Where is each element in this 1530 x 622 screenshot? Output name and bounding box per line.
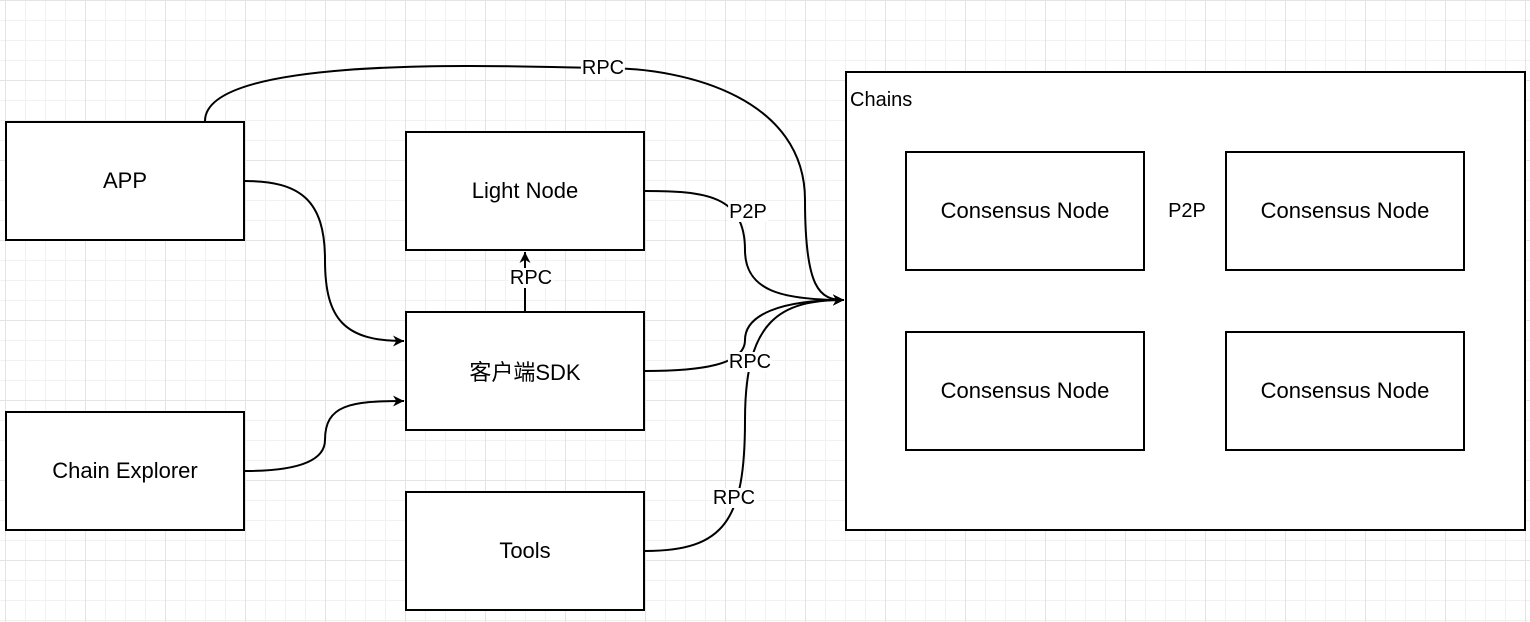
edge-label-sdk-light-rpc: RPC bbox=[508, 267, 554, 289]
chain-explorer-node-label: Chain Explorer bbox=[52, 458, 198, 483]
edge-app-to-sdk[interactable] bbox=[244, 180, 405, 347]
chains-container[interactable]: Chains bbox=[845, 71, 1526, 531]
client-sdk-node[interactable]: 客户端SDK bbox=[405, 311, 645, 431]
consensus-node-bottom-right[interactable]: Consensus Node bbox=[1225, 331, 1465, 451]
edge-label-light-p2p: P2P bbox=[728, 201, 768, 223]
tools-node[interactable]: Tools bbox=[405, 491, 645, 611]
chain-explorer-node[interactable]: Chain Explorer bbox=[5, 411, 245, 531]
consensus-node-label: Consensus Node bbox=[940, 198, 1110, 223]
tools-node-label: Tools bbox=[499, 538, 551, 563]
edge-label-consensus-p2p: P2P bbox=[1167, 200, 1207, 222]
edge-label-sdk-rpc: RPC bbox=[727, 351, 773, 373]
app-node-label: APP bbox=[102, 168, 148, 193]
consensus-node-label: Consensus Node bbox=[1260, 198, 1430, 223]
edge-tools-to-chains[interactable] bbox=[644, 294, 845, 552]
consensus-node-bottom-left[interactable]: Consensus Node bbox=[905, 331, 1145, 451]
light-node-label: Light Node bbox=[471, 178, 579, 203]
consensus-node-top-right[interactable]: Consensus Node bbox=[1225, 151, 1465, 271]
chains-title: Chains bbox=[850, 89, 913, 111]
edge-label-app-rpc: RPC bbox=[580, 57, 626, 79]
edge-label-tools-rpc: RPC bbox=[711, 487, 757, 509]
consensus-node-label: Consensus Node bbox=[1260, 378, 1430, 403]
light-node[interactable]: Light Node bbox=[405, 131, 645, 251]
consensus-node-top-left[interactable]: Consensus Node bbox=[905, 151, 1145, 271]
consensus-node-label: Consensus Node bbox=[940, 378, 1110, 403]
app-node[interactable]: APP bbox=[5, 121, 245, 241]
edge-explorer-to-sdk[interactable] bbox=[244, 395, 405, 472]
client-sdk-node-label: 客户端SDK bbox=[469, 360, 581, 385]
